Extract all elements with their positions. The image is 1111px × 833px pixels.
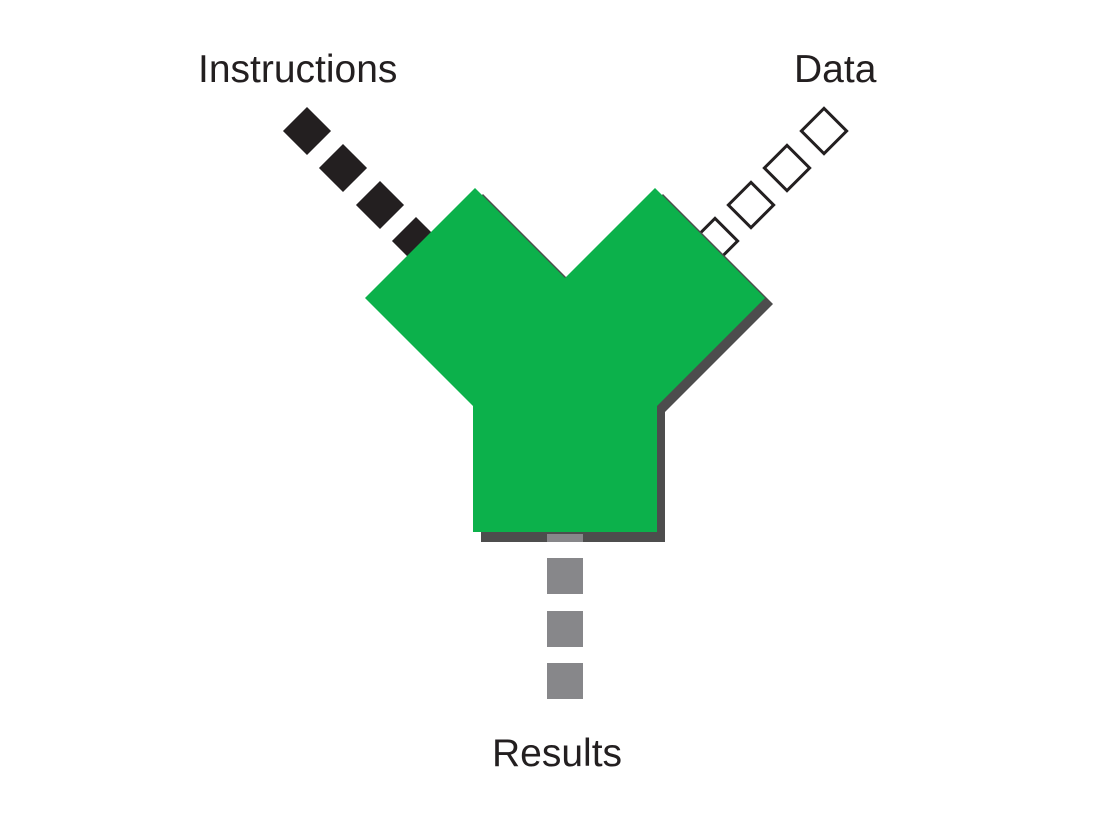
result-token [547,534,583,542]
instructions-label: Instructions [198,48,398,91]
instruction-token [318,143,368,193]
data-token [726,180,776,230]
data-stream [690,106,849,266]
data-label: Data [794,48,877,91]
instruction-token [282,106,332,156]
result-token [547,611,583,647]
result-token [547,558,583,594]
data-token [762,143,812,193]
data-token [799,106,849,156]
processor-funnel [365,188,765,532]
instructions-stream [282,106,441,266]
instruction-token [355,180,405,230]
result-token [547,663,583,699]
results-label: Results [492,732,623,775]
results-stream [547,534,583,699]
